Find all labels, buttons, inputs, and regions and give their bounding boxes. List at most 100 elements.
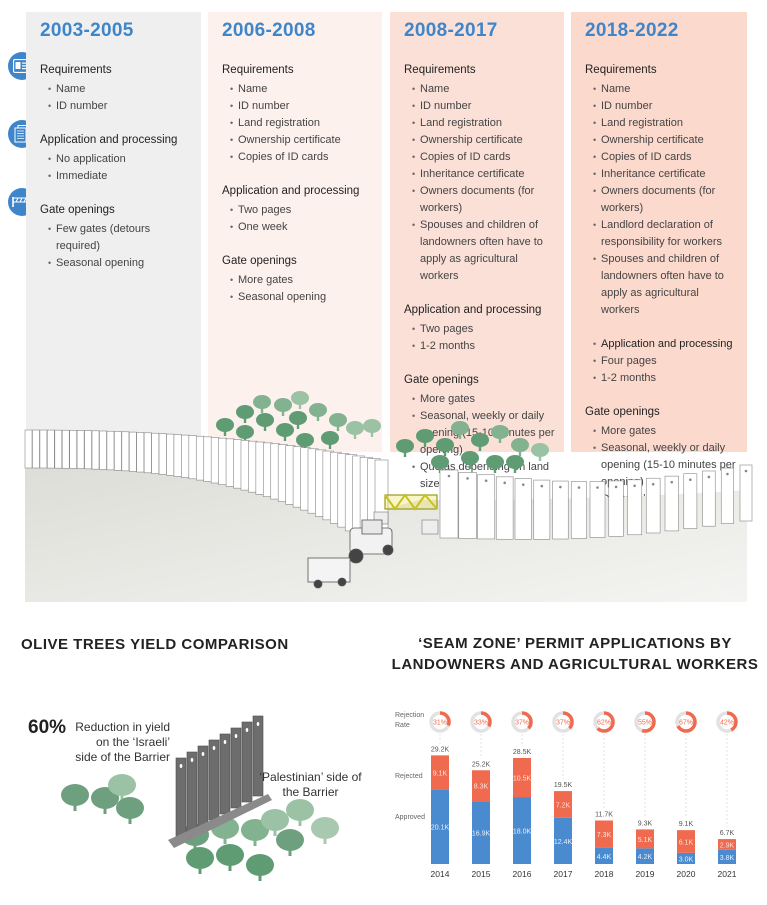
chart-title: ‘SEAM ZONE’ PERMIT APPLICATIONS BY LANDO… [391, 635, 759, 673]
wall-panel [208, 739, 220, 821]
bullet-list: NameID numberLand registrationOwnership … [222, 81, 374, 166]
list-item: ID number [404, 98, 556, 115]
bullet-list: NameID numberLand registrationOwnership … [585, 81, 739, 319]
wall-hole [234, 734, 238, 738]
list-item: Quotas depending on land size [404, 459, 556, 493]
list-item: Land registration [404, 115, 556, 132]
list-item: No application [40, 151, 193, 168]
timeline-column-2003-2005: 2003-2005RequirementsNameID numberApplic… [26, 12, 201, 452]
rejected-value-label: 7.3K [597, 832, 612, 839]
list-item: Owners documents (for workers) [404, 183, 556, 217]
section-title: Application and processing [404, 304, 542, 316]
list-item: Name [585, 81, 739, 98]
wall-panel [352, 455, 365, 536]
wall-panel [739, 464, 753, 522]
olive-tree-icon [108, 774, 136, 801]
list-item: Land registration [222, 115, 374, 132]
donut-rejection-rate [429, 711, 451, 733]
wall-panel [219, 733, 231, 815]
timeline-section: Gate openingsFew gates (detours required… [40, 202, 193, 272]
wall-hole [212, 746, 216, 750]
donut-rejection-rate [552, 711, 574, 733]
list-item: Copies of ID cards [585, 149, 739, 166]
wall-panel [367, 458, 381, 544]
list-item: ID number [585, 98, 739, 115]
timeline-section: Gate openingsMore gatesSeasonal, weekly … [404, 372, 556, 493]
olive-tree-icon [276, 829, 304, 856]
list-item: Name [404, 81, 556, 98]
bar-rejected [513, 757, 531, 798]
bullet-list: Application and processingFour pages1-2 … [585, 336, 739, 387]
donut-rejection-rate [716, 711, 738, 733]
timeline-section: Application and processingFour pages1-2 … [585, 336, 739, 387]
rejection-rate-label: 42% [720, 720, 734, 727]
olive-tree-icon [61, 784, 89, 811]
row-label-rejected: Rejected [395, 773, 423, 780]
yellow-gate [384, 493, 438, 511]
wall-hole [256, 722, 260, 726]
approved-value-label: 4.2K [638, 854, 653, 861]
bullet-list: NameID numberLand registrationOwnership … [404, 81, 556, 285]
rejected-value-label: 7.2K [556, 802, 571, 809]
timeline-column-2008-2017: 2008-2017RequirementsNameID numberLand r… [390, 12, 564, 490]
list-item: More gates [585, 423, 739, 440]
olive-tree-icon [286, 799, 314, 826]
total-value-label: 19.5K [554, 782, 573, 789]
timeline-section: RequirementsNameID numberLand registrati… [404, 62, 556, 285]
rejected-value-label: 8.3K [474, 784, 489, 791]
x-tick-label: 2014 [431, 869, 450, 879]
wall-panel [300, 447, 311, 511]
yield-title: OLIVE TREES YIELD COMPARISON [21, 636, 289, 653]
wall-panel [230, 727, 242, 809]
bullet-list: Two pages1-2 months [404, 321, 556, 355]
section-title: Gate openings [404, 374, 479, 386]
rejection-rate-label: 31% [433, 720, 447, 727]
x-tick-label: 2017 [554, 869, 573, 879]
donut-rejection-rate [511, 711, 533, 733]
yield-israeli-text: Reduction in yield on the ‘Israeli’ side… [75, 720, 170, 764]
wall-hole [201, 752, 205, 756]
list-item: Name [40, 81, 193, 98]
list-item: Application and processing [585, 336, 739, 353]
total-value-label: 9.1K [679, 821, 694, 828]
list-item: Owners of land smaller than 330m2 are ba… [585, 525, 739, 559]
list-item: More gates [404, 391, 556, 408]
total-value-label: 9.3K [638, 820, 653, 827]
total-value-label: 29.2K [431, 746, 450, 753]
x-tick-label: 2020 [677, 869, 696, 879]
olive-tree-icon [216, 844, 244, 871]
wall-hole [577, 486, 581, 489]
wall-panel [322, 450, 334, 521]
list-item: 1-2 months [585, 370, 739, 387]
approved-value-label: 4.4K [597, 854, 612, 861]
bullet-list: More gatesSeasonal, weekly or daily open… [585, 423, 739, 559]
rejection-rate-label: 67% [679, 720, 693, 727]
bar-approved [472, 801, 490, 864]
x-tick-label: 2019 [636, 869, 655, 879]
row-label-rate-2: Rate [395, 722, 410, 729]
yield-percent: 60% [28, 717, 67, 738]
bar-approved [595, 847, 613, 864]
wall-panel [241, 721, 253, 803]
yield-palestinian-text: ‘Palestinian’ side of the Barrier [259, 770, 362, 799]
list-item: ID number [40, 98, 193, 115]
bar-approved [636, 848, 654, 864]
approved-value-label: 20.1K [431, 825, 450, 832]
section-title: Application and processing [222, 185, 360, 197]
list-item: Copies of ID cards [222, 149, 374, 166]
wall-panel [344, 454, 358, 532]
timeline-section: RequirementsNameID number [40, 62, 193, 115]
gate-post [373, 511, 389, 525]
list-item: More gates [222, 272, 374, 289]
list-item: Land registration [585, 115, 739, 132]
wall-panel [359, 456, 373, 540]
bar-rejected [718, 839, 736, 850]
olive-tree-icon [261, 809, 289, 836]
total-value-label: 6.7K [720, 830, 735, 837]
bar-rejected [677, 830, 695, 853]
wall-panel [270, 443, 281, 500]
timeline-section: RequirementsNameID numberLand registrati… [585, 62, 739, 319]
list-item: Spouses and children of landowners often… [404, 217, 556, 285]
period-heading: 2006-2008 [222, 20, 316, 41]
list-item: Seasonal opening [40, 255, 193, 272]
